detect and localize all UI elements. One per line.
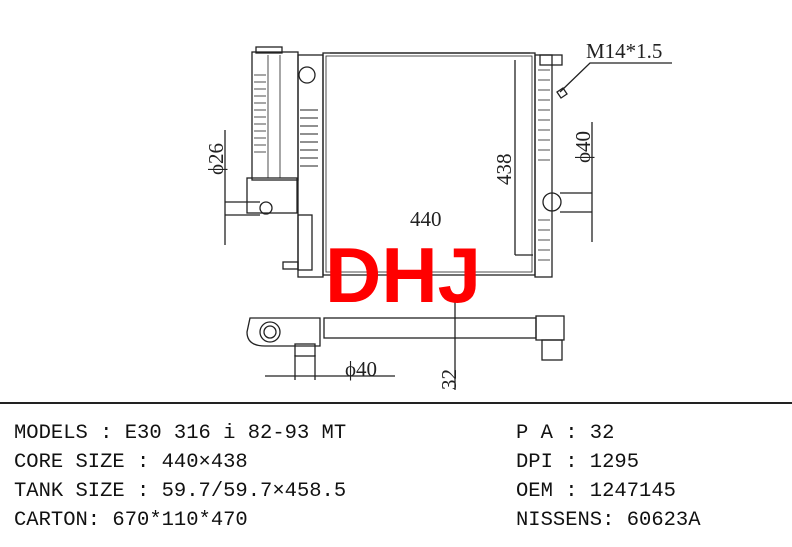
dim-thickness-label: 32 — [437, 369, 461, 390]
spec-tank-size: TANK SIZE : 59.7/59.7×458.5 — [14, 480, 347, 503]
spec-dpi: DPI : 1295 — [516, 451, 640, 474]
spec-carton: CARTON: 670*110*470 — [14, 509, 248, 532]
spec-core-size: CORE SIZE : 440×438 — [14, 451, 248, 474]
spec-oem: OEM : 1247145 — [516, 480, 676, 503]
dim-inlet-label: ϕ26 — [204, 143, 228, 175]
dim-outlet-right-label: ϕ40 — [571, 131, 595, 163]
thread-label: M14*1.5 — [586, 39, 662, 63]
watermark-logo: DHJ — [325, 231, 481, 319]
spec-models: MODELS : E30 316 i 82-93 MT — [14, 422, 347, 445]
dim-width-label: 440 — [410, 207, 442, 231]
spec-pa: P A : 32 — [516, 422, 615, 445]
bottom-view — [323, 317, 537, 339]
expansion-tank — [251, 51, 299, 181]
dim-height-label: 438 — [492, 154, 516, 186]
separator-line — [0, 402, 792, 404]
spec-nissens: NISSENS: 60623A — [516, 509, 701, 532]
right-tank — [534, 54, 553, 278]
dim-outlet-bottom-label: ϕ40 — [345, 357, 377, 381]
